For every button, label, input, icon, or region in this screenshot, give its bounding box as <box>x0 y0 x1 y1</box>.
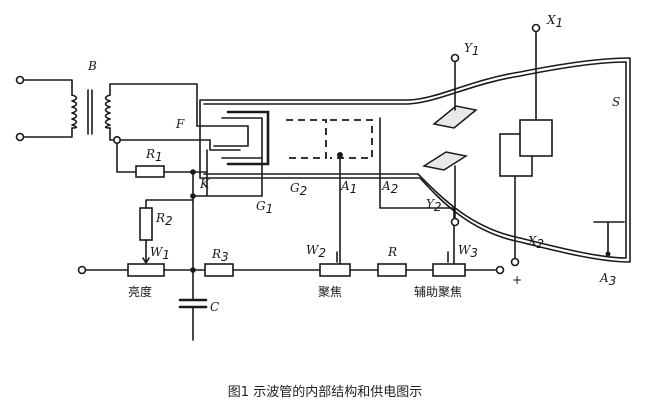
y-plate-top-label: Y1 <box>464 41 480 58</box>
resistor-r2-label: R2 <box>155 211 173 228</box>
resistor-r-series-label: R <box>387 245 397 259</box>
screen-label: S <box>612 95 620 109</box>
filament-label: F <box>175 117 185 131</box>
resistor-r1 <box>135 165 165 178</box>
potentiometer-w2-label: W2 <box>306 243 326 260</box>
supply-terminal-left <box>77 265 87 275</box>
first-anode <box>330 119 373 159</box>
resistor-r3-label: R3 <box>211 247 229 264</box>
cathode <box>221 117 263 159</box>
ac-input-terminal-top <box>15 75 25 85</box>
filament <box>196 125 249 147</box>
potentiometer-w3 <box>432 263 466 277</box>
y-plate-top <box>432 105 478 129</box>
resistor-r3 <box>204 263 234 277</box>
capacitor-label: C <box>210 300 219 314</box>
aux-focus-control-label: 辅助聚焦 <box>414 285 462 299</box>
third-anode-label: A3 <box>599 271 616 288</box>
control-grid-label: G1 <box>256 199 273 216</box>
ac-input-terminal-bottom <box>15 132 25 142</box>
potentiometer-w2 <box>319 263 351 277</box>
second-grid <box>286 119 327 159</box>
second-grid-label: G2 <box>290 181 307 198</box>
second-anode-label: A2 <box>381 179 398 196</box>
resistor-r1-label: R1 <box>145 147 163 164</box>
transformer-label: B <box>87 59 97 73</box>
tube-envelope <box>199 57 631 263</box>
cathode-label: K <box>199 177 210 191</box>
first-anode-label: A1 <box>340 179 357 196</box>
potentiometer-w1 <box>127 263 165 277</box>
potentiometer-w1-label: W1 <box>150 245 170 262</box>
supply-terminal-right <box>495 265 505 275</box>
control-grid <box>226 110 270 166</box>
y-plate-bottom <box>422 151 468 171</box>
plus-label: + <box>512 273 522 287</box>
x-plate-top-label: X1 <box>546 13 563 30</box>
y-plate-bottom-label: Y2 <box>426 197 442 214</box>
resistor-r-series <box>377 263 407 277</box>
potentiometer-w3-label: W3 <box>458 243 478 260</box>
x-plate-bottom-label: X2 <box>527 234 544 251</box>
resistor-r2 <box>139 207 153 241</box>
x-plate-top <box>519 119 553 157</box>
focus-control-label: 聚焦 <box>318 285 342 299</box>
brightness-control-label: 亮度 <box>128 284 152 299</box>
figure-caption: 图1 示波管的内部结构和供电图示 <box>227 385 423 400</box>
transformer <box>15 75 211 173</box>
